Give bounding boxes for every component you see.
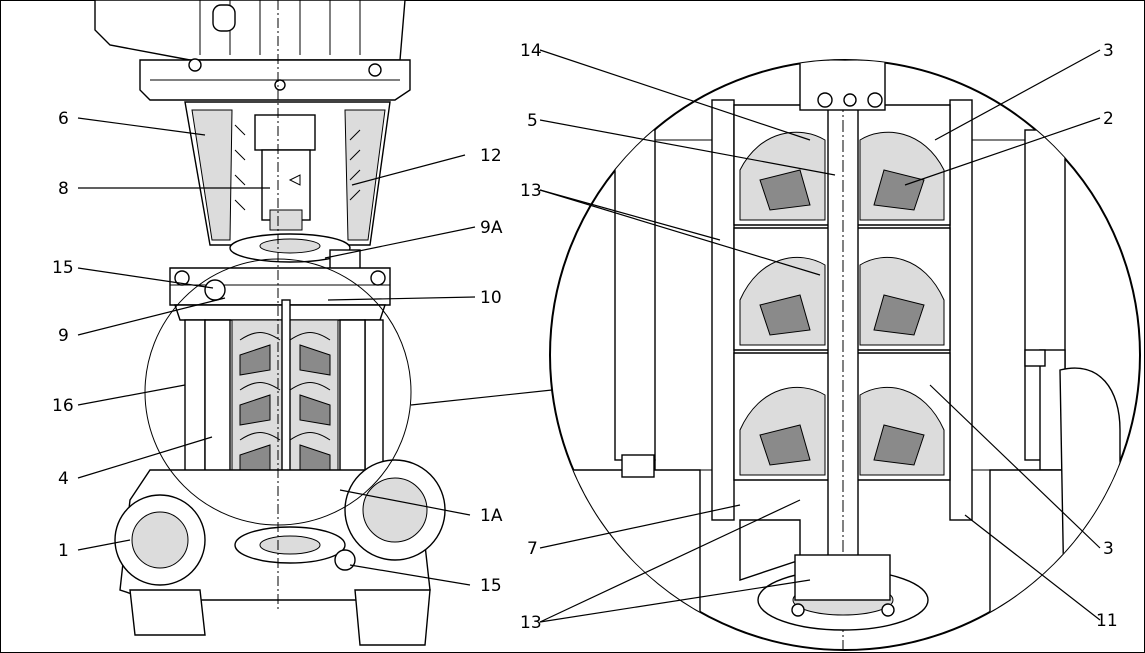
motor-body: [94, 0, 411, 101]
label-1: 1: [58, 541, 69, 561]
outer-sleeve-left: [711, 99, 735, 521]
label-15-top: 15: [52, 258, 74, 278]
leader-lines: [77, 49, 1101, 623]
coupling: [254, 114, 316, 151]
vent-plug-top: [204, 279, 226, 301]
label-1a: 1A: [480, 506, 503, 526]
label-12: 12: [480, 146, 502, 166]
label-14: 14: [520, 41, 542, 61]
staybolt-left: [184, 319, 206, 481]
label-8: 8: [58, 179, 69, 199]
pump-full-view: [94, 0, 446, 646]
detail-link-line: [410, 389, 553, 406]
label-9a: 9A: [480, 218, 503, 238]
callout-labels: 6 8 15 9 16 4 1 12 9A 10 1A 15 14 5 13 7…: [52, 41, 1118, 633]
label-6: 6: [58, 109, 69, 129]
label-10: 10: [480, 288, 502, 308]
motor-stool: [184, 101, 391, 246]
label-13-bottom: 13: [520, 613, 542, 633]
drain-plug: [334, 549, 356, 571]
label-16: 16: [52, 396, 74, 416]
label-3-top: 3: [1103, 41, 1114, 61]
shaft-seal: [229, 233, 361, 271]
label-3-bottom: 3: [1103, 539, 1114, 559]
label-4: 4: [58, 469, 69, 489]
label-11: 11: [1096, 611, 1118, 631]
label-2: 2: [1103, 109, 1114, 129]
label-5: 5: [527, 111, 538, 131]
label-9: 9: [58, 326, 69, 346]
pump-base: [114, 459, 446, 646]
label-13-top: 13: [520, 181, 542, 201]
chamber-stack: [184, 299, 384, 501]
motor-badge: [212, 4, 236, 32]
label-15-bottom: 15: [480, 576, 502, 596]
staybolt-right: [364, 319, 384, 471]
pump-head: [169, 267, 391, 321]
detail-view: [549, 59, 1141, 651]
label-7: 7: [527, 539, 538, 559]
